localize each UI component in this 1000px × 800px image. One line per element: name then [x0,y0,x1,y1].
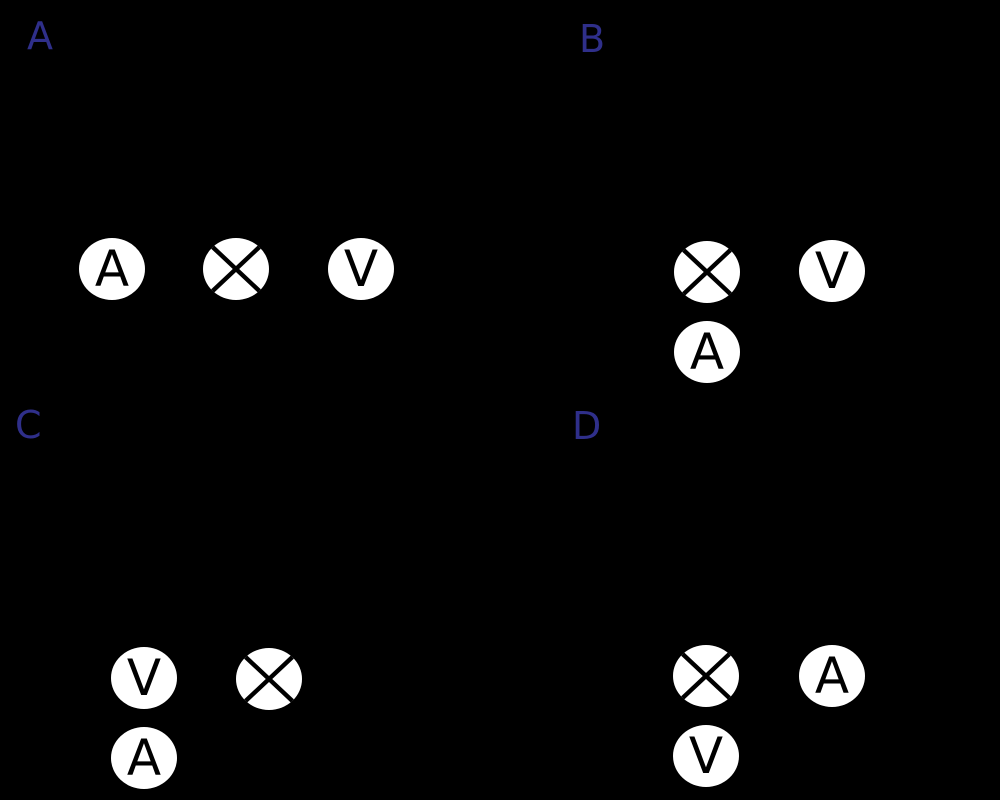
ammeter-symbol: A [94,240,130,298]
voltmeter-panel-a: V [328,238,394,300]
voltmeter-symbol: V [814,242,850,300]
lamp-icon [674,241,740,303]
lamp-icon [236,648,302,710]
lamp-icon [203,238,269,300]
voltmeter-panel-c: V [111,647,177,709]
panel-c-label: C [15,403,42,447]
voltmeter-symbol: V [126,649,162,707]
voltmeter-symbol: V [688,727,724,785]
ammeter-symbol: A [126,729,162,787]
voltmeter-symbol: V [343,240,379,298]
ammeter-symbol: A [689,323,725,381]
panel-a-label: A [27,14,53,58]
ammeter-panel-c: A [111,727,177,789]
panel-b-label: B [579,17,606,61]
ammeter-panel-b: A [674,321,740,383]
voltmeter-panel-b: V [799,240,865,302]
lamp-panel-c [236,648,302,710]
lamp-icon [673,645,739,707]
lamp-panel-a [203,238,269,300]
voltmeter-panel-d: V [673,725,739,787]
ammeter-panel-a: A [79,238,145,300]
ammeter-panel-d: A [799,645,865,707]
panel-d-label: D [572,404,602,448]
lamp-panel-d [673,645,739,707]
lamp-panel-b [674,241,740,303]
ammeter-symbol: A [814,647,850,705]
